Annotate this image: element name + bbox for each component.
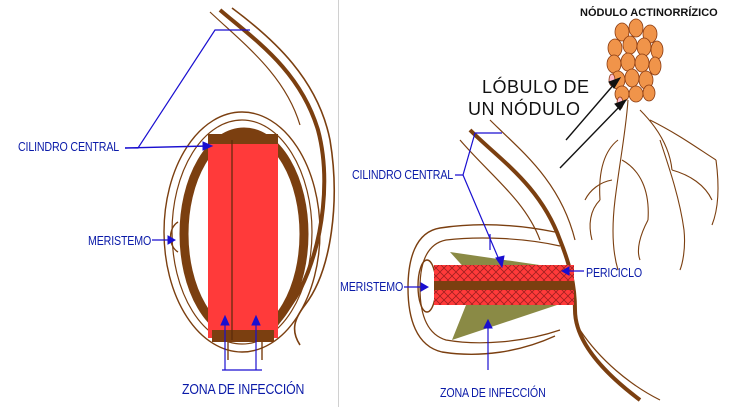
left-root-section: [163, 7, 335, 360]
right-label-nodulo-actinorrizico: NÓDULO ACTINORRÍZICO: [580, 7, 718, 19]
nodule-cluster: [606, 18, 664, 110]
right-central-cylinder: [434, 281, 574, 290]
right-label-cilindro-central: CILINDRO CENTRAL: [352, 167, 454, 182]
right-label-meristemo: MERISTEMO: [340, 279, 404, 294]
left-infection-zone: [208, 140, 278, 338]
left-annotations: [124, 29, 262, 371]
lobule-arrows: [559, 77, 628, 169]
left-cylinder-cap-bottom: [212, 330, 274, 342]
right-label-lobulo-line2: UN NÓDULO: [468, 99, 581, 119]
left-outer-ring: [163, 111, 321, 353]
right-pericycle-lower: [452, 300, 560, 340]
root-branches: [584, 99, 719, 271]
right-root-section: [407, 119, 661, 402]
left-label-meristemo: MERISTEMO: [88, 233, 152, 248]
right-label-periciclo: PERICICLO: [586, 265, 642, 280]
right-annotations: [404, 132, 584, 370]
left-cylinder-cap-top: [208, 134, 278, 144]
left-label-cilindro-central: CILINDRO CENTRAL: [18, 139, 120, 154]
panel-divider: [338, 0, 339, 407]
right-label-zona-infeccion: ZONA DE INFECCIÓN: [440, 385, 546, 400]
right-lobule-outline: [407, 224, 556, 355]
left-label-zona-infeccion: ZONA DE INFECCIÓN: [182, 381, 305, 398]
right-label-lobulo-line1: LÓBULO DE: [482, 77, 590, 97]
